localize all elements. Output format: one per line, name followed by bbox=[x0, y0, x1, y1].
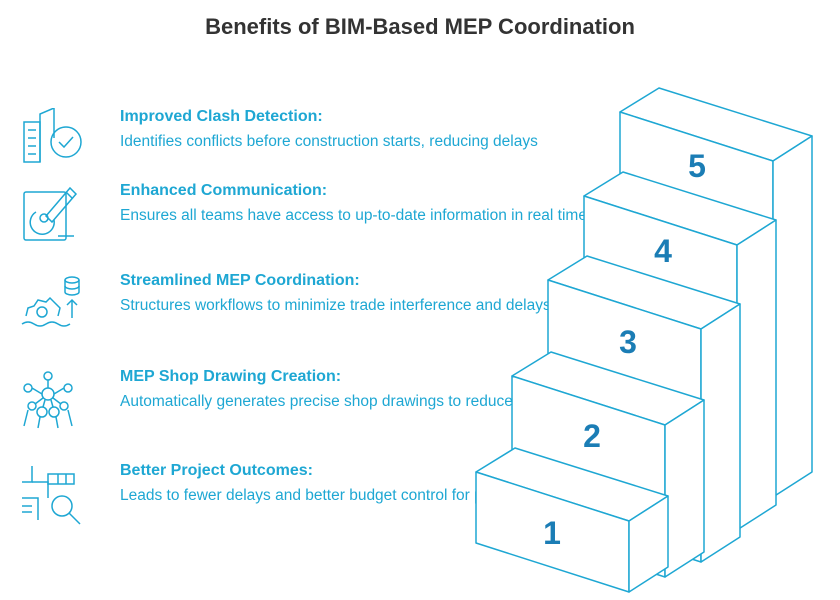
benefit-heading: Better Project Outcomes: bbox=[120, 462, 313, 479]
benefit-heading: Enhanced Communication: bbox=[120, 182, 328, 199]
step-1-number: 1 bbox=[543, 515, 561, 551]
step-5-number: 5 bbox=[688, 148, 706, 184]
plan-magnifier-icon bbox=[18, 462, 88, 532]
benefit-item-communication: Enhanced Communication: Ensures all team… bbox=[18, 182, 618, 262]
pen-drawing-icon bbox=[18, 182, 88, 252]
benefit-description: Ensures all teams have access to up-to-d… bbox=[120, 207, 592, 224]
workflow-cog-icon bbox=[18, 272, 88, 342]
benefit-item-clash-detection: Improved Clash Detection: Identifies con… bbox=[18, 108, 618, 188]
page-title: Benefits of BIM-Based MEP Coordination bbox=[205, 14, 635, 39]
building-check-icon bbox=[18, 108, 88, 178]
step-1-block bbox=[475, 447, 669, 593]
network-nodes-icon bbox=[18, 368, 88, 438]
benefit-heading: Streamlined MEP Coordination: bbox=[120, 272, 360, 289]
benefit-description: Leads to fewer delays and better budget … bbox=[120, 487, 533, 504]
benefit-description: Automatically generates precise shop dra… bbox=[120, 393, 562, 410]
benefit-heading: MEP Shop Drawing Creation: bbox=[120, 368, 342, 385]
benefit-description: Identifies conflicts before construction… bbox=[120, 133, 538, 150]
step-4-number: 4 bbox=[654, 233, 672, 269]
benefit-heading: Improved Clash Detection: bbox=[120, 108, 323, 125]
benefit-description: Structures workflows to minimize trade i… bbox=[120, 297, 556, 314]
step-3-number: 3 bbox=[619, 324, 637, 360]
step-2-number: 2 bbox=[583, 418, 601, 454]
benefit-item-mep-coordination: Streamlined MEP Coordination: Structures… bbox=[18, 272, 618, 352]
benefit-item-shop-drawing: MEP Shop Drawing Creation: Automatically… bbox=[18, 368, 618, 448]
benefit-item-project-outcomes: Better Project Outcomes: Leads to fewer … bbox=[18, 462, 618, 542]
